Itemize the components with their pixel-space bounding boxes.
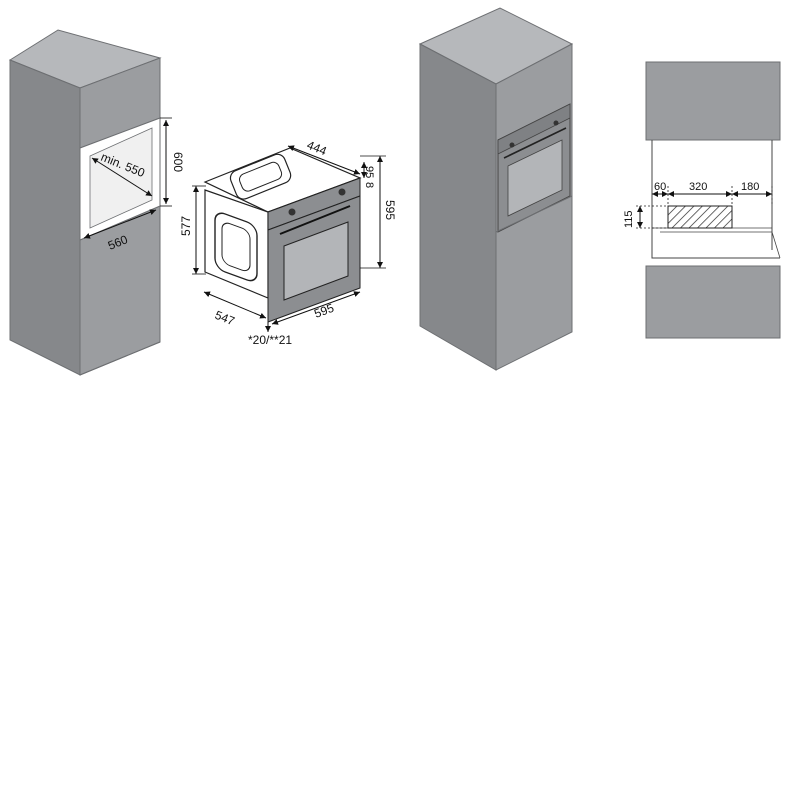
cabinet2-knob-right	[553, 120, 559, 126]
dim-line-width	[83, 209, 157, 239]
cabinet2-knob-left	[509, 142, 515, 148]
dim-vent-right: 180	[741, 181, 759, 193]
cabinet2-oven-panel	[497, 103, 571, 155]
dim-oven-panel-95: 95	[363, 166, 375, 178]
oven-knob-right	[338, 188, 346, 196]
dim-vent-left: 60	[654, 181, 666, 193]
oven-knob-left	[288, 208, 296, 216]
cabinet-installed-group	[418, 7, 574, 371]
dim-oven-width: 595	[312, 301, 336, 321]
dim-oven-panel-8: 8	[363, 182, 375, 188]
dim-cutout-height: 600	[171, 152, 185, 172]
cabinet2-oven-handle	[503, 127, 567, 159]
cabinet2-side	[419, 43, 497, 371]
dim-oven-body-depth: 547	[213, 308, 237, 329]
cabinet2-oven-window	[507, 139, 563, 217]
section-cavity-outline	[651, 140, 780, 259]
dim-vent-width: 320	[689, 181, 707, 193]
dim-oven-height-total: 595	[383, 200, 397, 220]
oven-top-vent	[229, 153, 292, 200]
oven-side-panel	[214, 212, 258, 282]
section-lower-block	[645, 265, 781, 339]
section-upper-block	[645, 61, 781, 141]
ventilation-section-group: 60 320 180 115	[623, 61, 781, 339]
cabinet-side	[9, 59, 81, 376]
oven-handle	[279, 205, 351, 235]
dim-oven-body-height: 577	[179, 216, 193, 236]
cabinet-cutout-group: min. 550 600 560	[8, 29, 185, 376]
dim-vent-height: 115	[623, 210, 635, 228]
vent-opening	[667, 205, 733, 229]
dim-line-depth	[91, 157, 153, 197]
dim-oven-footnote: *20/**21	[248, 333, 292, 347]
oven-group: 444 577 595 95 8 547 595 *20/**21	[179, 138, 397, 347]
oven-window	[283, 221, 349, 301]
